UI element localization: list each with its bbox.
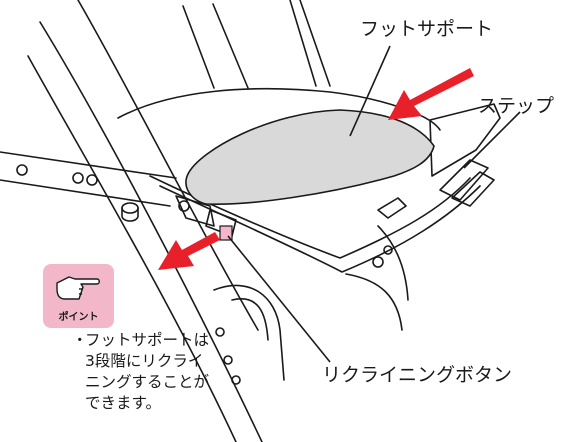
frame-hole bbox=[223, 355, 233, 365]
pointing-hand-icon bbox=[56, 276, 100, 300]
footrest-plate bbox=[185, 109, 435, 206]
frame-hole bbox=[231, 375, 241, 385]
label-recline-button: リクライニングボタン bbox=[322, 364, 513, 386]
point-badge-text: ポイント bbox=[58, 312, 99, 323]
rail-hole bbox=[72, 172, 84, 184]
bolt bbox=[383, 245, 393, 255]
point-badge: ポイント bbox=[43, 264, 114, 328]
frame-line bbox=[212, 3, 249, 89]
frame-tube-back bbox=[77, 0, 259, 331]
peg bbox=[121, 202, 139, 214]
label-footrest: フットサポート bbox=[360, 18, 494, 40]
rail-hole bbox=[16, 164, 28, 176]
leader-step bbox=[463, 111, 521, 169]
frame-line bbox=[289, 0, 317, 87]
lower-frame-inner bbox=[231, 298, 269, 341]
support-tube bbox=[377, 225, 409, 301]
rail-hole bbox=[86, 174, 98, 186]
bolt bbox=[372, 256, 384, 268]
leader-footrest bbox=[349, 45, 391, 137]
note-line: ニングすることが bbox=[85, 373, 210, 391]
frame-line bbox=[299, 0, 331, 87]
hinge-bolt bbox=[178, 200, 190, 212]
label-step: ステップ bbox=[478, 95, 555, 117]
rail-top bbox=[0, 151, 177, 179]
lower-frame bbox=[213, 284, 285, 381]
step-tread bbox=[451, 171, 495, 207]
note-line: 3段階にリクライ bbox=[85, 352, 204, 370]
note-line: できます。 bbox=[85, 394, 161, 412]
note-bullet: ・ bbox=[72, 331, 88, 349]
rail-bottom bbox=[0, 179, 171, 207]
step-plate bbox=[429, 103, 501, 177]
arrow-footrest bbox=[388, 68, 474, 120]
leader-recline bbox=[227, 235, 331, 363]
frame-line bbox=[182, 5, 215, 89]
arrow-recline bbox=[158, 232, 220, 270]
step-tread bbox=[377, 197, 407, 219]
support-tube bbox=[345, 273, 403, 331]
note-line: フットサポートは bbox=[85, 331, 210, 349]
point-note: ・ フットサポートは 3段階にリクライ ニングすることが できます。 bbox=[72, 330, 210, 414]
peg-side bbox=[121, 207, 139, 222]
frame-hole bbox=[215, 327, 225, 337]
frame-tube-left bbox=[27, 55, 237, 442]
